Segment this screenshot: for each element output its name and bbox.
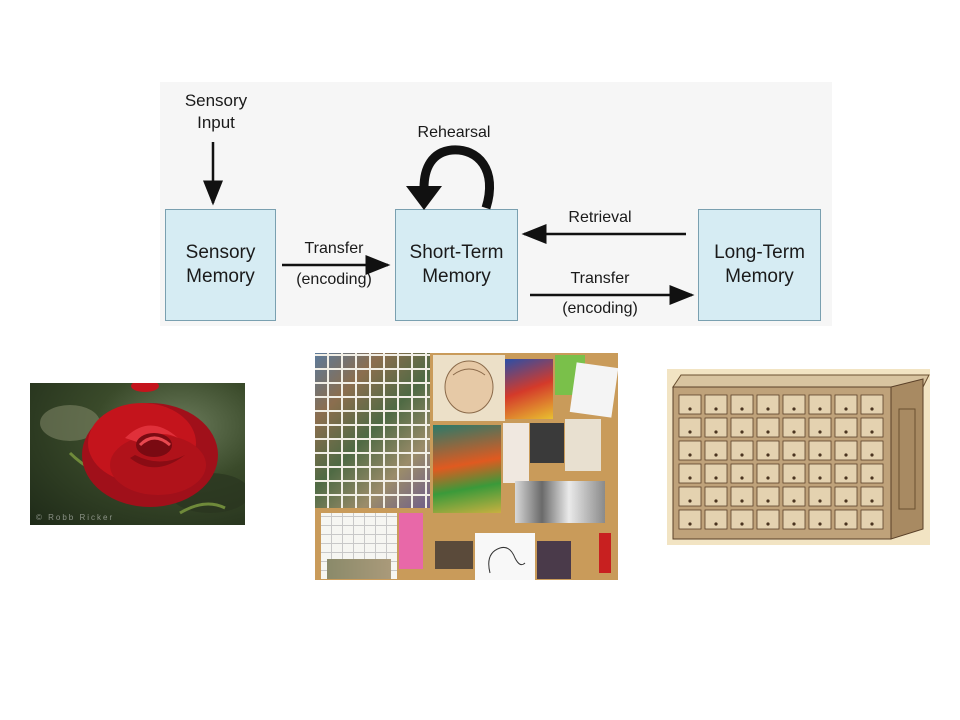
long-term-memory-label: Long-Term Memory [714, 242, 805, 287]
postcard-grid [315, 353, 430, 508]
rehearsal-loop-arrow [406, 145, 495, 210]
retrieval-label: Retrieval [568, 209, 632, 226]
figure-drawing [565, 419, 601, 471]
landscape-painting [433, 425, 501, 513]
rose-watermark: © Robb Ricker [36, 513, 115, 522]
transfer-label-sensory-to-short: Transfer [304, 240, 364, 257]
pink-illustration [399, 513, 423, 569]
phrenology-head-poster [433, 355, 505, 421]
sketch-print [503, 423, 529, 483]
transfer-label-short-to-long: Transfer [570, 270, 630, 287]
rose-photo: © Robb Ricker [30, 383, 245, 525]
thumbnail-strip [327, 559, 391, 579]
card-catalog-cabinet-photo [667, 369, 930, 545]
sensory-memory-label: Sensory Memory [185, 242, 256, 287]
photo-strip [515, 481, 605, 523]
encoding-label-short-to-long: (encoding) [562, 300, 638, 317]
encoding-label-sensory-to-short: (encoding) [296, 271, 372, 288]
paper-note [569, 362, 618, 418]
short-term-memory-box: Short-Term Memory [395, 209, 518, 321]
rose-illustration [40, 383, 245, 515]
sensory-memory-box: Sensory Memory [165, 209, 276, 321]
portrait-print [530, 423, 564, 463]
rehearsal-label: Rehearsal [417, 124, 491, 141]
photo-print [435, 541, 473, 569]
long-term-memory-box: Long-Term Memory [698, 209, 821, 321]
dinosaur-sketch [475, 533, 535, 580]
short-term-memory-label: Short-Term Memory [409, 242, 504, 287]
sensory-input-label: Sensory Input [184, 91, 248, 132]
cabinet-illustration [672, 374, 930, 540]
small-photo [537, 541, 571, 579]
abstract-painting [505, 359, 553, 419]
red-tag [599, 533, 611, 573]
bulletin-board-photo [315, 353, 618, 580]
